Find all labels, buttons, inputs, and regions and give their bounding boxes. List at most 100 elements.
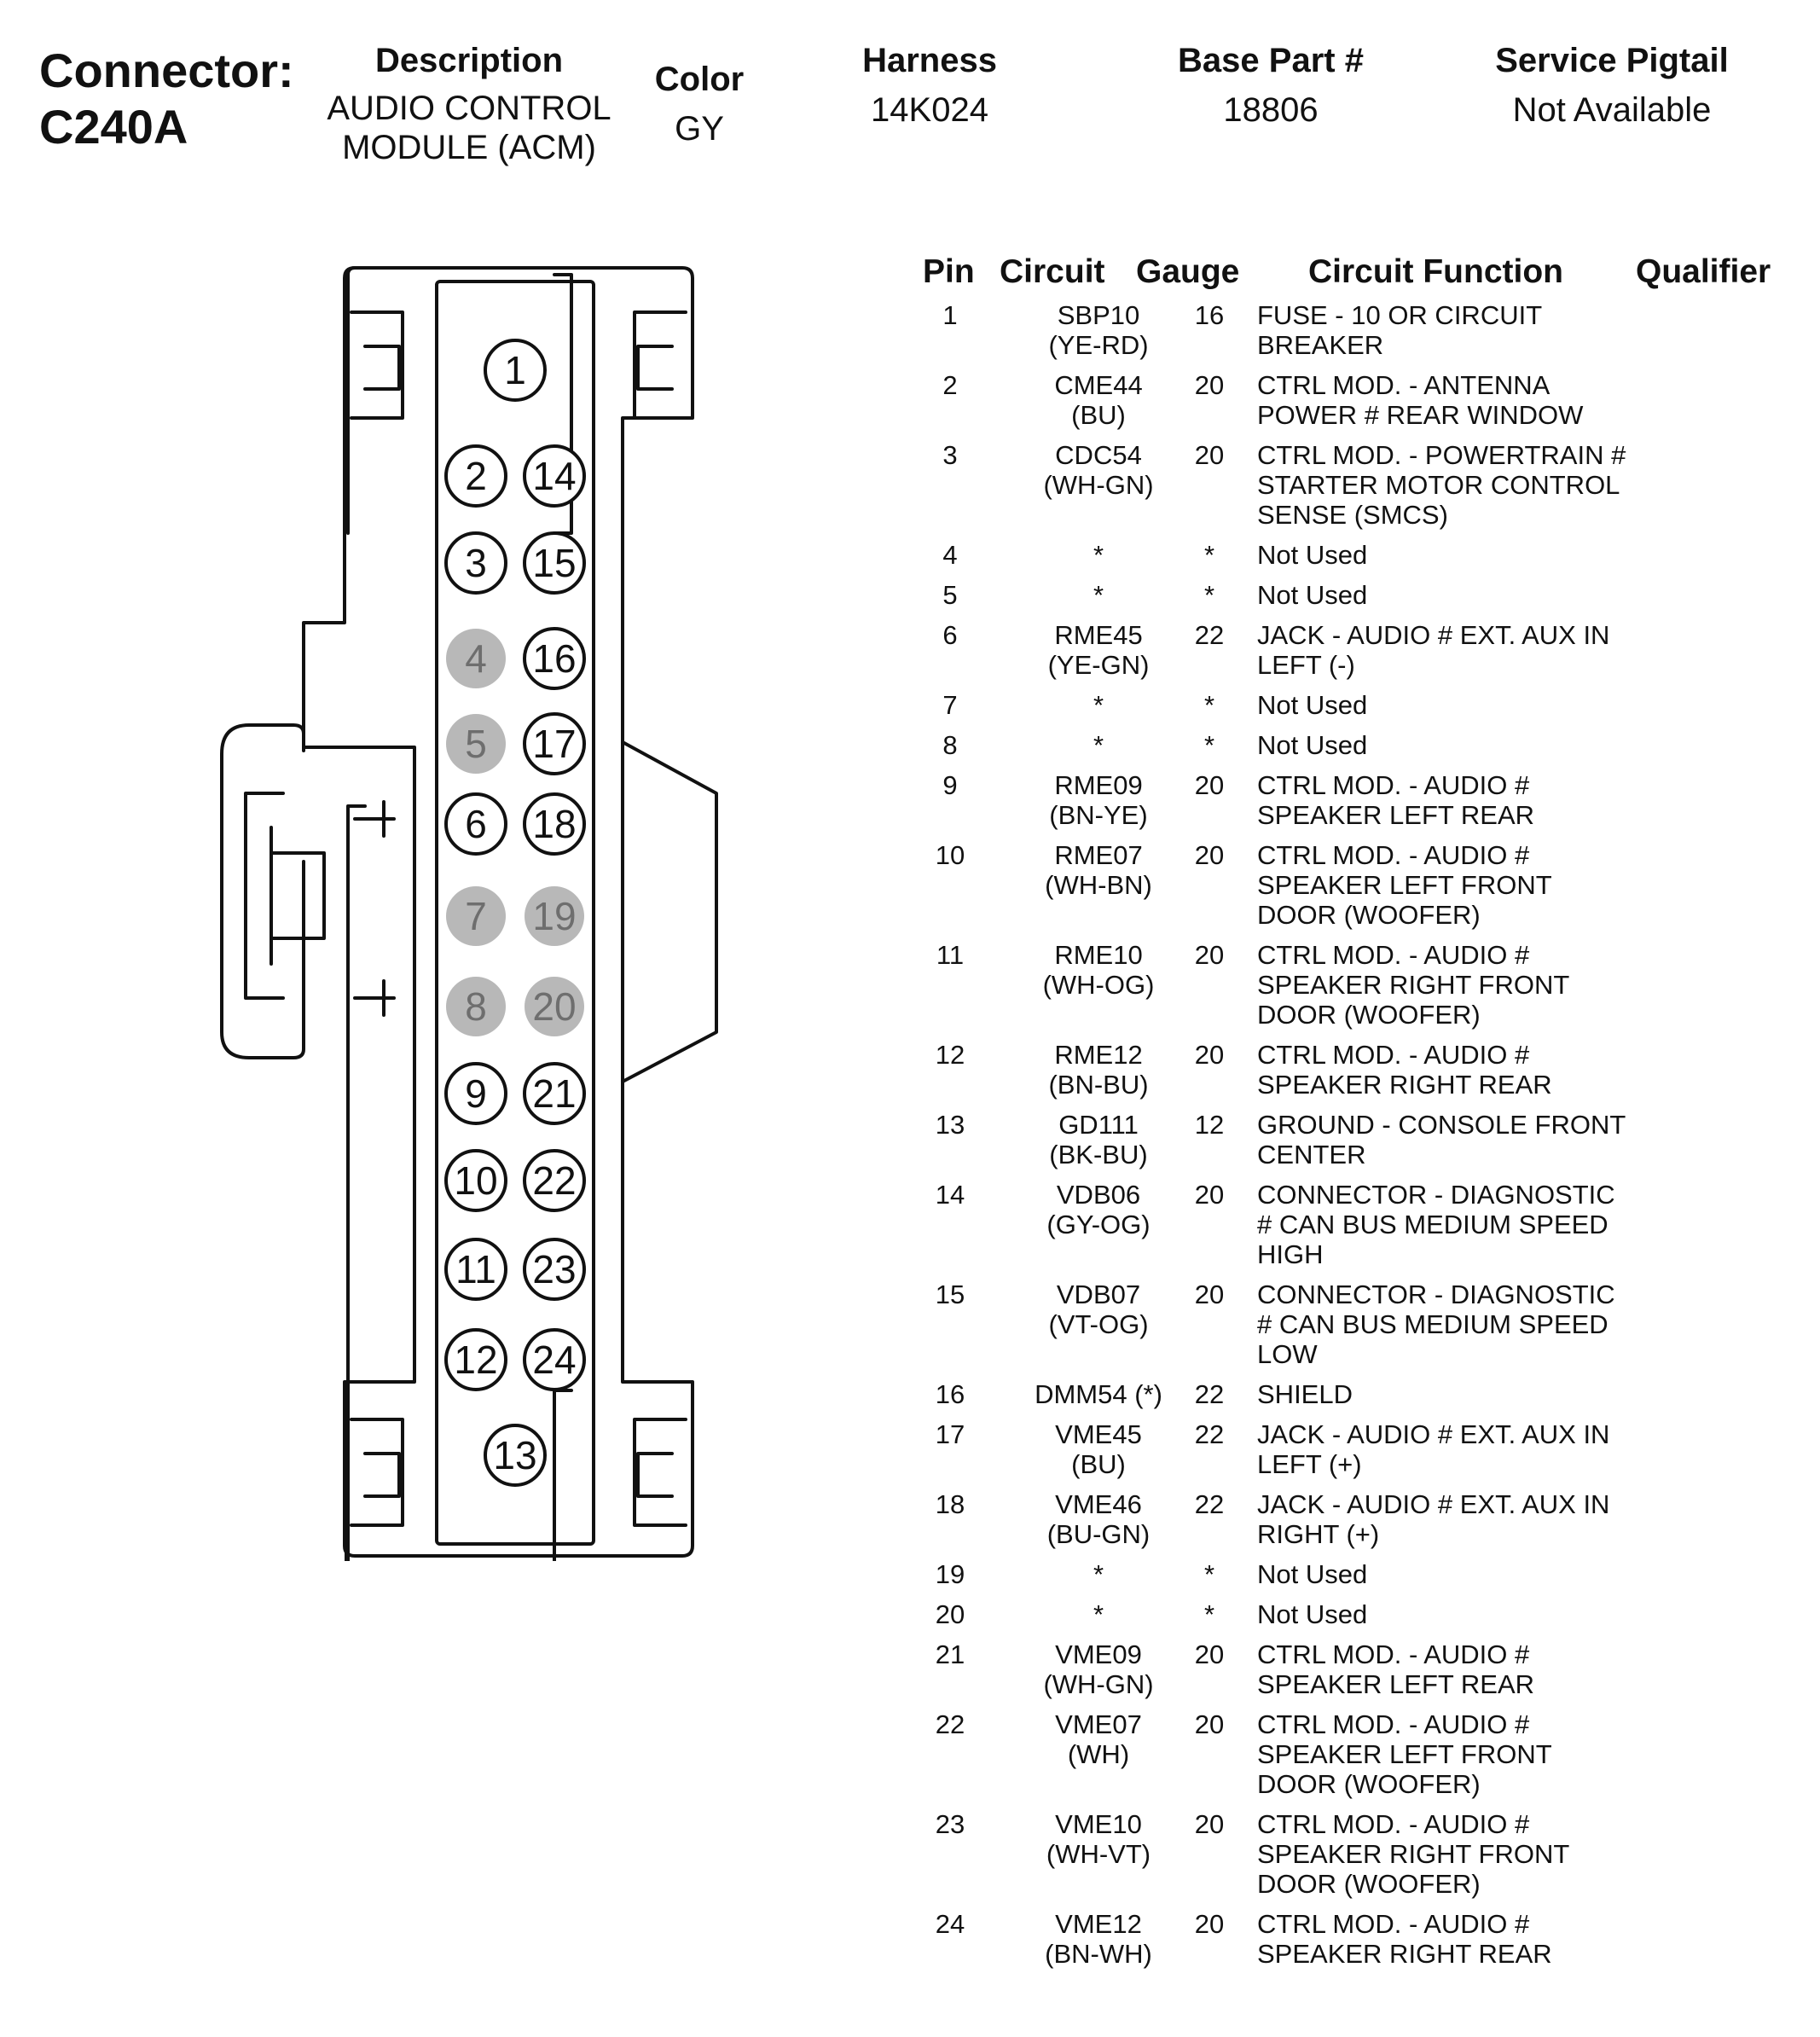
pin-circle <box>484 1424 547 1487</box>
gauge-cell: 20 <box>1194 1809 1225 1839</box>
pin-5: 5 <box>446 714 506 774</box>
gauge-cell: 20 <box>1194 940 1225 970</box>
circuit-function-cell: CONNECTOR - DIAGNOSTIC# CAN BUS MEDIUM S… <box>1257 1180 1649 1269</box>
pin-circle <box>523 1238 586 1301</box>
circuit-cell-line: (BU) <box>1071 400 1126 430</box>
gauge-cell: 22 <box>1194 620 1225 650</box>
circuit-cell: VDB07(VT-OG) <box>996 1280 1201 1339</box>
circuit-function-cell-line: CTRL MOD. - POWERTRAIN # <box>1257 440 1626 470</box>
pin-circle <box>523 1149 586 1212</box>
circuit-cell-line: (WH-VT) <box>1046 1839 1151 1869</box>
gauge-cell: 20 <box>1194 440 1225 470</box>
top-latch-right <box>633 310 687 420</box>
pin-number-cell: 24 <box>935 1909 965 1939</box>
pin-label: 12 <box>454 1338 497 1382</box>
pin-label: 4 <box>465 636 487 681</box>
pin-2: 2 <box>444 444 507 508</box>
circuit-cell: DMM54 (*) <box>996 1379 1201 1409</box>
gauge-cell: 22 <box>1194 1379 1225 1409</box>
description-label: Description <box>374 42 564 79</box>
pin-1: 1 <box>484 339 547 402</box>
pin-circle <box>444 531 507 595</box>
pin-number-cell: 12 <box>935 1040 965 1070</box>
pin-circle <box>444 444 507 508</box>
pin-label: 15 <box>532 541 576 585</box>
pin-circle <box>523 1062 586 1125</box>
pin-label: 5 <box>465 722 487 766</box>
bottom-latch-right <box>633 1418 687 1527</box>
gauge-cell: 22 <box>1194 1489 1225 1519</box>
circuit-cell: * <box>996 690 1201 720</box>
pin-circle <box>523 712 586 775</box>
circuit-cell-line: * <box>1093 1559 1104 1589</box>
clip-tick-upper <box>353 800 396 838</box>
circuit-function-cell-line: SPEAKER LEFT FRONT <box>1257 1739 1552 1769</box>
description-value-line-2: MODULE (ACM) <box>342 129 596 166</box>
circuit-function-cell: CTRL MOD. - AUDIO #SPEAKER RIGHT REAR <box>1257 1040 1649 1100</box>
pin-22: 22 <box>523 1149 586 1212</box>
circuit-cell: VME46(BU-GN) <box>996 1489 1201 1549</box>
circuit-cell: VME07(WH) <box>996 1709 1201 1769</box>
column-header-circuit: Circuit <box>1000 253 1105 290</box>
pin-circle-unused <box>525 977 584 1036</box>
circuit-function-cell-line: STARTER MOTOR CONTROL <box>1257 470 1620 500</box>
pin-3: 3 <box>444 531 507 595</box>
pin-label: 9 <box>465 1071 487 1116</box>
clip-tick-lower <box>353 979 396 1017</box>
pin-circle <box>523 792 586 856</box>
circuit-function-cell-line: CTRL MOD. - AUDIO # <box>1257 770 1530 800</box>
circuit-function-cell-line: CTRL MOD. - AUDIO # <box>1257 1809 1530 1839</box>
gauge-cell: 20 <box>1194 1040 1225 1070</box>
left-side-clip <box>220 723 305 1059</box>
pin-number-cell: 17 <box>935 1419 965 1449</box>
base-part-value: 18806 <box>1223 91 1319 129</box>
pin-label: 1 <box>504 348 526 392</box>
pin-label: 18 <box>532 802 576 846</box>
service-pigtail-value: Not Available <box>1512 91 1712 129</box>
pin-number-cell: 14 <box>935 1180 965 1210</box>
circuit-function-cell: CTRL MOD. - AUDIO #SPEAKER RIGHT REAR <box>1257 1909 1649 1969</box>
circuit-cell: * <box>996 730 1201 760</box>
color-label: Color <box>654 61 745 98</box>
service-pigtail-block: Service Pigtail Not Available <box>1433 41 1791 130</box>
pin-number-cell: 16 <box>935 1379 965 1409</box>
circuit-cell: GD111(BK-BU) <box>996 1110 1201 1169</box>
pin-4: 4 <box>446 629 506 688</box>
connector-housing-outline <box>302 266 694 1558</box>
service-pigtail-label: Service Pigtail <box>1495 42 1729 79</box>
circuit-function-cell-line: SPEAKER RIGHT REAR <box>1257 1939 1552 1969</box>
pin-number-cell: 19 <box>935 1559 965 1589</box>
circuit-cell-line: CME44 <box>1054 370 1143 400</box>
circuit-cell-line: * <box>1093 730 1104 760</box>
circuit-cell: RME45(YE-GN) <box>996 620 1201 680</box>
circuit-function-cell-line: SPEAKER LEFT REAR <box>1257 800 1535 830</box>
circuit-function-cell-line: CTRL MOD. - ANTENNA <box>1257 370 1550 400</box>
color-value: GY <box>675 110 724 148</box>
gauge-cell: * <box>1203 730 1215 760</box>
circuit-cell-line: (WH) <box>1067 1739 1130 1769</box>
circuit-cell-line: (BN-WH) <box>1045 1939 1152 1969</box>
column-header-pin: Pin <box>923 253 975 290</box>
circuit-function-cell-line: LOW <box>1257 1339 1318 1369</box>
harness-value: 14K024 <box>871 91 988 129</box>
circuit-function-cell-line: Not Used <box>1257 690 1368 720</box>
circuit-cell-line: CDC54 <box>1055 440 1142 470</box>
pin-number-cell: 9 <box>942 770 958 800</box>
pin-18: 18 <box>523 792 586 856</box>
pin-label: 6 <box>465 802 487 846</box>
pin-16: 16 <box>523 627 586 690</box>
circuit-function-cell: SHIELD <box>1257 1379 1649 1409</box>
pin-number-cell: 11 <box>936 940 965 970</box>
circuit-cell: * <box>996 1559 1201 1589</box>
pin-number-cell: 15 <box>935 1280 965 1309</box>
circuit-cell-line: VME09 <box>1055 1639 1142 1669</box>
circuit-cell-line: (BU) <box>1071 1449 1126 1479</box>
circuit-function-cell-line: JACK - AUDIO # EXT. AUX IN <box>1257 620 1610 650</box>
gauge-cell: * <box>1203 540 1215 570</box>
pin-circle <box>444 1062 507 1125</box>
circuit-cell-line: * <box>1093 690 1104 720</box>
circuit-cell-line: (VT-OG) <box>1048 1309 1149 1339</box>
circuit-cell-line: * <box>1093 580 1104 610</box>
